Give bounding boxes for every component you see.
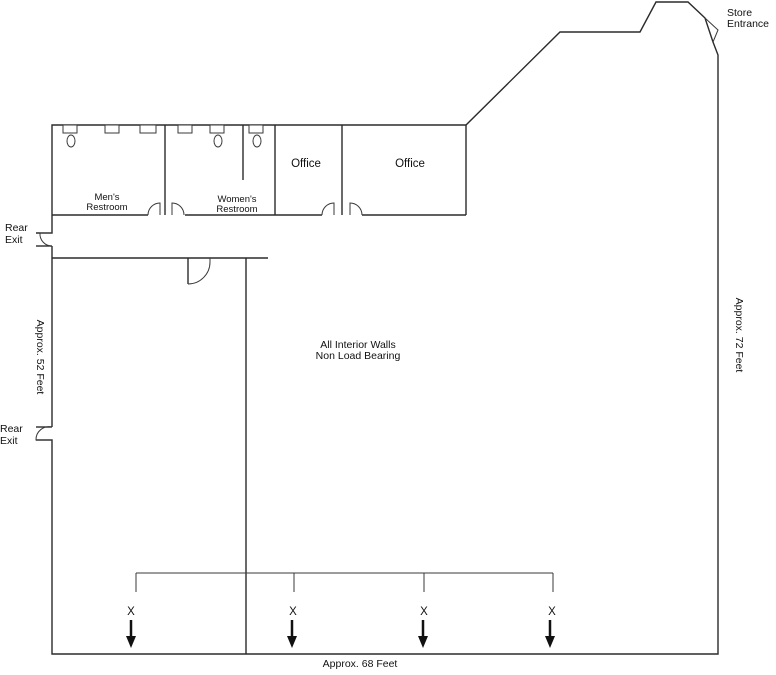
mens-door xyxy=(147,202,161,216)
rear-exit-bottom-label-1: Rear xyxy=(0,423,23,435)
sink-2 xyxy=(104,124,120,134)
urinal-1 xyxy=(139,124,157,134)
marker-x-1: X xyxy=(127,606,135,618)
toilet-womens-2 xyxy=(252,134,262,148)
rear-exit-door-bottom xyxy=(35,426,53,441)
interior-walls xyxy=(52,125,467,654)
dimension-bottom-label: Approx. 68 Feet xyxy=(323,658,398,670)
rear-exit-door-top xyxy=(39,232,53,247)
mens-restroom-label-2: Restroom xyxy=(86,202,127,213)
mens-restroom-label-1: Men's xyxy=(94,192,119,203)
marker-arrows xyxy=(126,620,555,648)
marker-x-4: X xyxy=(548,606,556,618)
store-entrance-label-1: Store xyxy=(727,7,752,19)
sink-3 xyxy=(177,124,193,134)
store-entrance-label-2: Entrance xyxy=(727,18,769,30)
sink-1 xyxy=(62,124,78,134)
dimension-right-label: Approx. 72 Feet xyxy=(733,298,745,373)
office2-door xyxy=(349,202,363,216)
womens-restroom-label-2: Restroom xyxy=(216,204,257,215)
hall-door xyxy=(187,258,211,285)
toilet-womens-1 xyxy=(213,134,223,148)
womens-restroom-label-1: Women's xyxy=(217,194,256,205)
marker-x-3: X xyxy=(420,606,428,618)
interior-doors xyxy=(147,202,363,285)
womens-door xyxy=(171,202,185,216)
marker-x-2: X xyxy=(289,606,297,618)
dimension-left-label: Approx. 52 Feet xyxy=(34,320,46,395)
restroom-fixtures xyxy=(62,124,264,148)
outer-walls xyxy=(36,1,719,655)
sink-5 xyxy=(248,124,264,134)
marker-bus xyxy=(135,572,554,592)
interior-note-line-1: All Interior Walls xyxy=(320,339,395,351)
rear-exit-top-label-1: Rear xyxy=(5,222,28,234)
toilet-mens xyxy=(66,134,76,148)
sink-4 xyxy=(209,124,225,134)
rear-exit-top-label-2: Exit xyxy=(5,234,23,246)
office1-door xyxy=(321,202,335,216)
interior-note-line-2: Non Load Bearing xyxy=(316,350,401,362)
outer-wall xyxy=(36,1,719,655)
office-2-label: Office xyxy=(395,158,425,170)
office-1-label: Office xyxy=(291,158,321,170)
store-entrance-door xyxy=(704,17,719,43)
rear-exit-bottom-label-2: Exit xyxy=(0,435,18,447)
